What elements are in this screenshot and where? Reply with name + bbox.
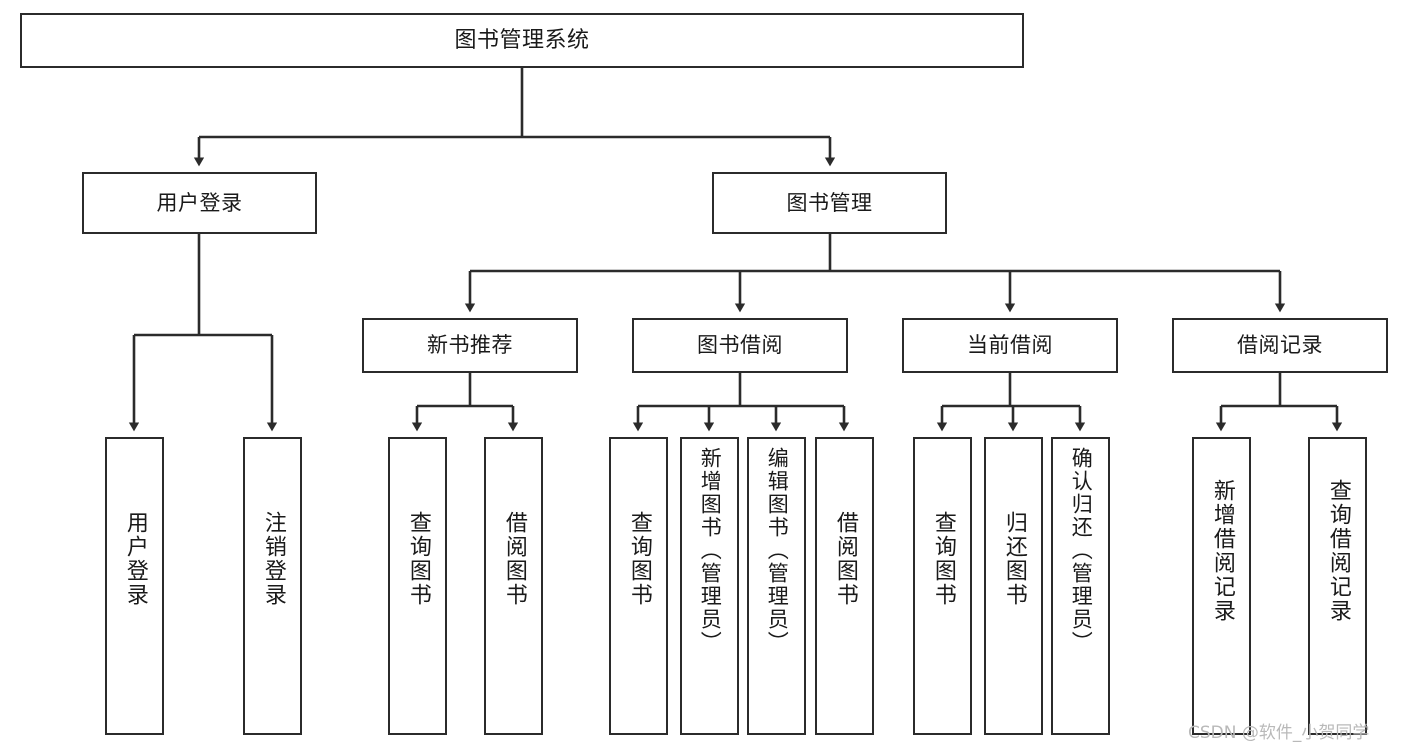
node-book-borrow-label: 图书借阅 xyxy=(697,333,783,358)
leaf-query-book-borrow[interactable]: 查询图书 xyxy=(609,437,668,735)
leaf-query-book-current-label: 查询图书 xyxy=(930,511,956,607)
node-book-borrow[interactable]: 图书借阅 xyxy=(632,318,848,373)
leaf-query-book-current[interactable]: 查询图书 xyxy=(913,437,972,735)
node-root[interactable]: 图书管理系统 xyxy=(20,13,1024,68)
node-root-label: 图书管理系统 xyxy=(454,27,590,53)
leaf-add-borrow-record-label: 新增借阅记录 xyxy=(1209,479,1235,623)
leaf-confirm-return-admin[interactable]: 确认归还（管理员） xyxy=(1051,437,1110,735)
leaf-add-book-admin-label: 新增图书（管理员） xyxy=(698,447,723,654)
node-new-book-recommend-label: 新书推荐 xyxy=(427,333,513,358)
node-user-login[interactable]: 用户登录 xyxy=(82,172,317,234)
node-current-borrow[interactable]: 当前借阅 xyxy=(902,318,1118,373)
leaf-borrow-book-recommend-label: 借阅图书 xyxy=(501,511,527,607)
leaf-add-book-admin[interactable]: 新增图书（管理员） xyxy=(680,437,739,735)
node-new-book-recommend[interactable]: 新书推荐 xyxy=(362,318,578,373)
leaf-logout-label: 注销登录 xyxy=(260,511,286,607)
leaf-return-book-label: 归还图书 xyxy=(1001,511,1027,607)
csdn-watermark: CSDN @软件_小贺同学 xyxy=(1188,723,1370,743)
leaf-query-borrow-record[interactable]: 查询借阅记录 xyxy=(1308,437,1367,735)
node-current-borrow-label: 当前借阅 xyxy=(967,333,1053,358)
leaf-user-login-label: 用户登录 xyxy=(122,511,148,607)
leaf-query-book-recommend-label: 查询图书 xyxy=(405,511,431,607)
leaf-user-login[interactable]: 用户登录 xyxy=(105,437,164,735)
leaf-query-borrow-record-label: 查询借阅记录 xyxy=(1325,479,1351,623)
leaf-edit-book-admin[interactable]: 编辑图书（管理员） xyxy=(747,437,806,735)
node-borrow-records[interactable]: 借阅记录 xyxy=(1172,318,1388,373)
leaf-borrow-book-recommend[interactable]: 借阅图书 xyxy=(484,437,543,735)
node-book-management[interactable]: 图书管理 xyxy=(712,172,947,234)
leaf-query-book-borrow-label: 查询图书 xyxy=(626,511,652,607)
leaf-query-book-recommend[interactable]: 查询图书 xyxy=(388,437,447,735)
leaf-edit-book-admin-label: 编辑图书（管理员） xyxy=(765,447,790,654)
leaf-logout[interactable]: 注销登录 xyxy=(243,437,302,735)
leaf-return-book[interactable]: 归还图书 xyxy=(984,437,1043,735)
node-book-management-label: 图书管理 xyxy=(786,190,873,215)
node-borrow-records-label: 借阅记录 xyxy=(1237,333,1323,358)
leaf-borrow-book[interactable]: 借阅图书 xyxy=(815,437,874,735)
leaf-add-borrow-record[interactable]: 新增借阅记录 xyxy=(1192,437,1251,735)
leaf-confirm-return-admin-label: 确认归还（管理员） xyxy=(1069,447,1094,654)
leaf-borrow-book-label: 借阅图书 xyxy=(832,511,858,607)
node-user-login-label: 用户登录 xyxy=(156,190,243,215)
